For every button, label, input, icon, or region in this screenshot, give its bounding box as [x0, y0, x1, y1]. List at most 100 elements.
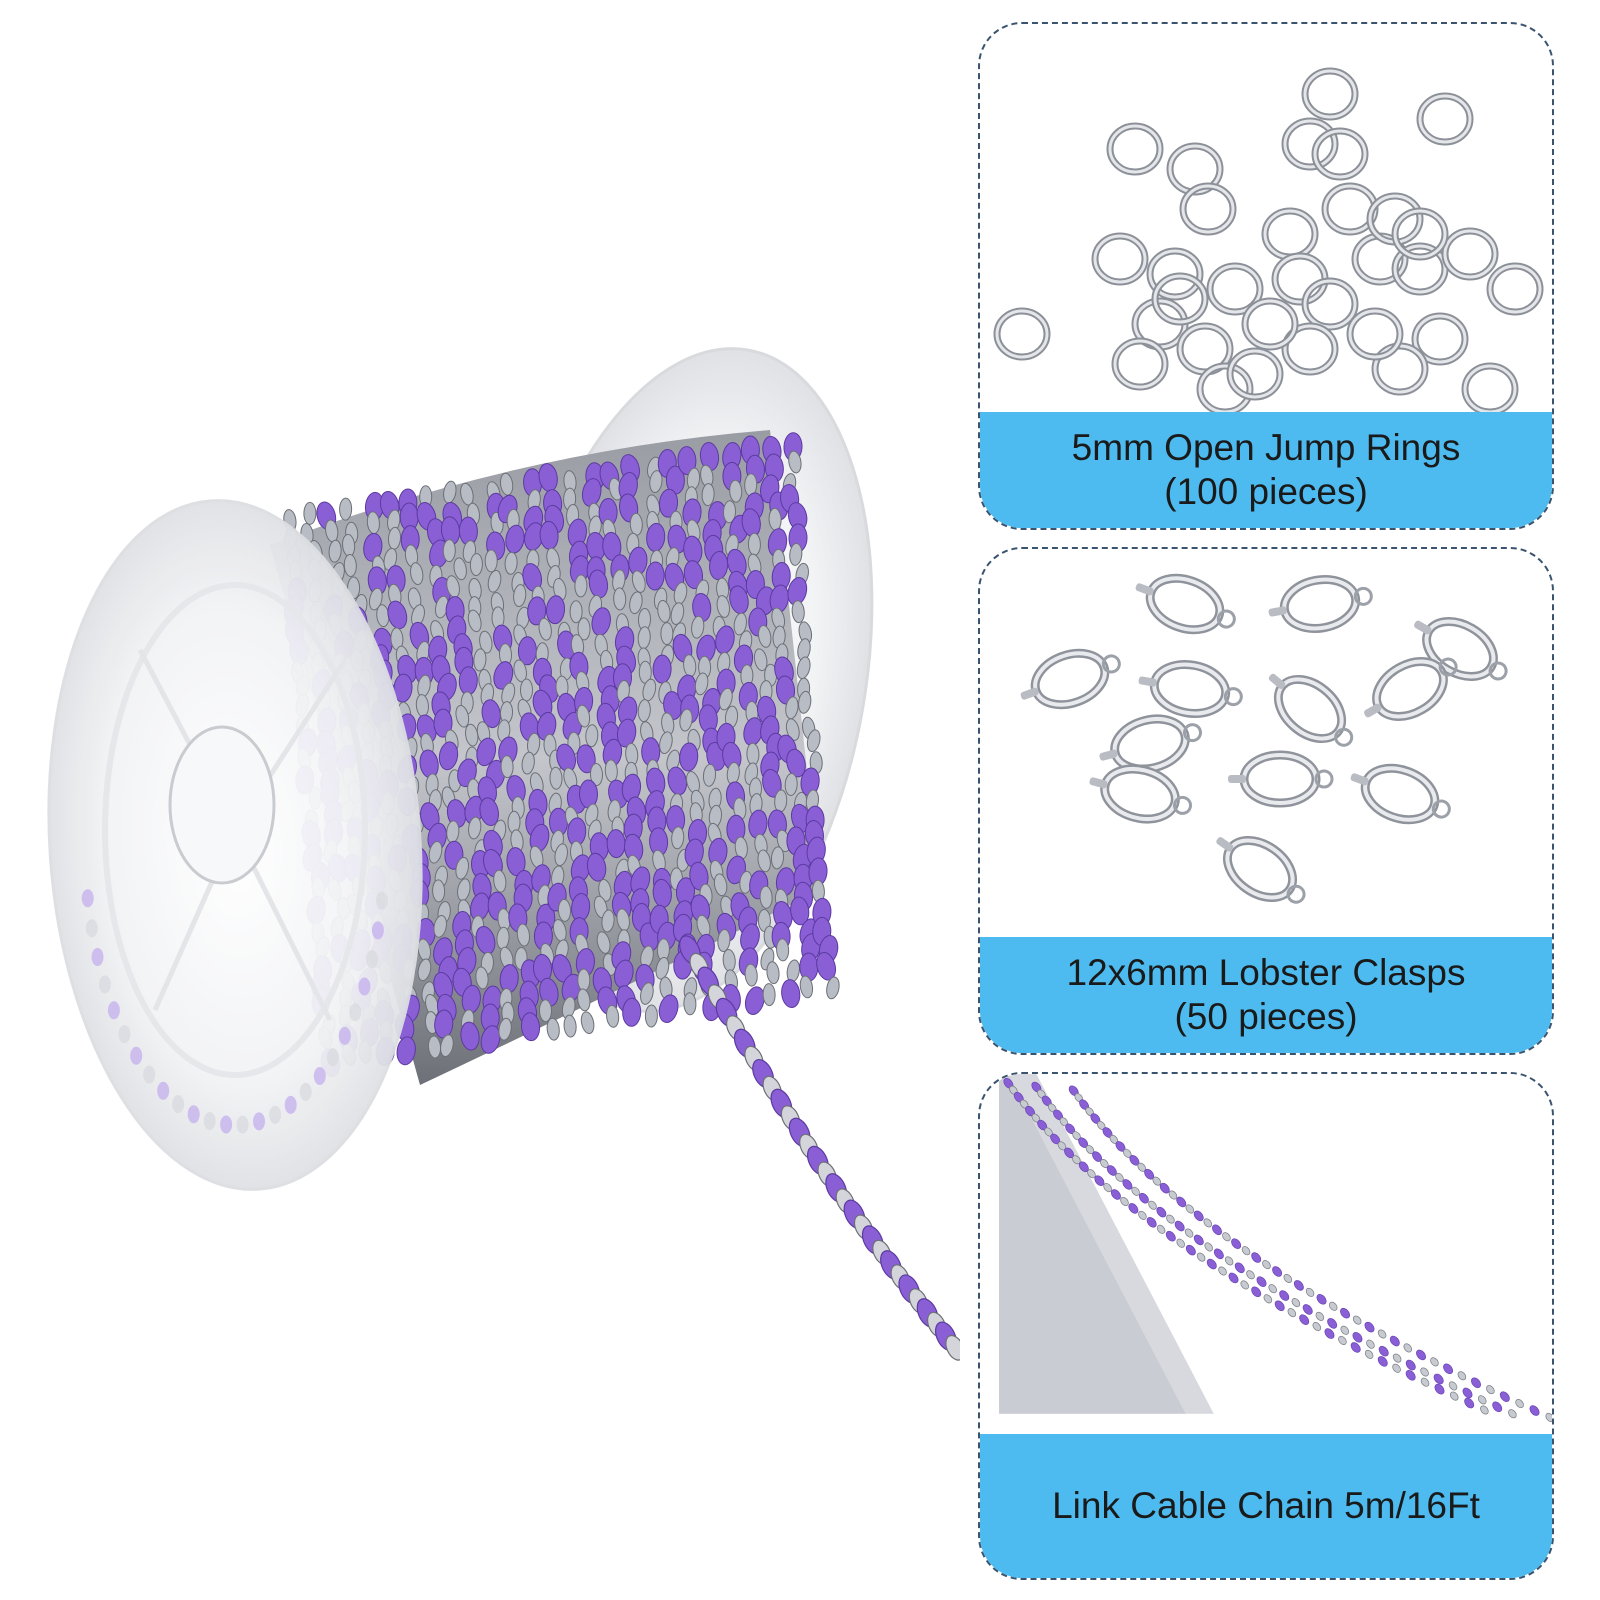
chain-link	[516, 923, 531, 947]
chain-link	[577, 968, 591, 992]
enamel-bead	[1272, 1266, 1283, 1277]
enamel-bead	[1364, 1321, 1375, 1333]
enamel-bead	[1185, 1244, 1196, 1256]
enamel-bead	[679, 742, 699, 772]
chain-link	[1338, 1335, 1347, 1345]
enamel-bead	[1128, 1203, 1139, 1214]
chain-link	[1148, 1200, 1157, 1210]
enamel-bead	[709, 551, 729, 580]
enamel-bead	[476, 737, 497, 767]
lobster-clasps-caption: 12x6mm Lobster Clasps (50 pieces)	[980, 937, 1552, 1053]
chain-link	[1420, 1377, 1430, 1387]
chain-link	[1287, 1308, 1297, 1318]
lobster-clasp	[1099, 714, 1203, 774]
chain-closeup-image	[999, 1074, 1552, 1422]
chain-link	[1203, 1218, 1213, 1228]
chain-link	[313, 1067, 326, 1085]
chain-link	[1120, 1196, 1129, 1207]
enamel-bead	[1279, 1290, 1290, 1301]
chain-link	[776, 938, 790, 962]
chain-panel: Link Cable Chain 5m/16Ft	[978, 1072, 1554, 1580]
enamel-bead	[1464, 1397, 1475, 1409]
chain-link	[428, 840, 443, 864]
enamel-bead	[683, 560, 704, 590]
chain-link	[493, 869, 507, 893]
chain-link	[1486, 1385, 1495, 1395]
enamel-bead	[1327, 1318, 1338, 1329]
chain-link	[487, 569, 502, 593]
chain-link	[713, 873, 728, 897]
chain-link	[770, 846, 785, 870]
enamel-bead	[1416, 1349, 1426, 1361]
chain-link	[172, 1095, 185, 1114]
chain-link	[1268, 1284, 1277, 1294]
chain-link	[253, 1112, 265, 1131]
chain-link	[596, 931, 611, 954]
chain-link	[220, 1115, 233, 1134]
chain-link	[701, 483, 715, 507]
chain-link	[1152, 1176, 1162, 1186]
chain-link	[118, 1025, 131, 1044]
chain-link	[349, 1003, 362, 1022]
enamel-bead	[578, 779, 599, 809]
chain-link	[569, 600, 583, 624]
chain-link	[806, 729, 821, 753]
chain-link	[538, 999, 553, 1023]
chain-link	[659, 731, 673, 755]
chain-link	[747, 532, 761, 556]
chain-link	[455, 704, 470, 728]
lobster-clasp	[1135, 573, 1236, 635]
enamel-bead	[781, 979, 801, 1009]
chain-link	[791, 600, 805, 624]
chain-link	[410, 562, 424, 586]
chain-link	[785, 718, 800, 741]
chain-link	[442, 539, 456, 563]
chain-link	[303, 501, 317, 525]
chain-link	[521, 751, 535, 775]
enamel-bead	[1499, 1391, 1510, 1402]
chain-link	[1508, 1409, 1517, 1419]
enamel-bead	[1193, 1234, 1204, 1246]
chain-link	[788, 450, 802, 474]
chain-link	[1185, 1204, 1195, 1214]
jump-rings-title: 5mm Open Jump Rings	[1071, 427, 1461, 468]
enamel-bead	[539, 977, 559, 1007]
enamel-bead	[438, 741, 459, 771]
chain-link	[1087, 1169, 1096, 1179]
jump-ring-icon	[993, 67, 1544, 414]
chain-link	[1420, 1367, 1429, 1377]
enamel-bead	[1231, 1238, 1242, 1249]
chain-link	[1168, 1190, 1178, 1200]
enamel-bead	[1433, 1373, 1444, 1385]
enamel-bead	[1352, 1332, 1363, 1343]
spool-hub-hole	[168, 725, 276, 885]
chain-link	[729, 479, 743, 503]
enamel-bead	[1251, 1286, 1262, 1298]
chain-link	[432, 879, 446, 903]
chain-link	[601, 909, 615, 933]
chain-link	[679, 708, 693, 732]
chain-link	[455, 856, 469, 880]
enamel-bead	[1299, 1314, 1310, 1325]
chain-link	[1138, 1210, 1147, 1220]
enamel-bead	[434, 1009, 454, 1039]
chain-link	[1184, 1228, 1194, 1238]
chain-link	[1328, 1301, 1338, 1311]
enamel-bead	[480, 1025, 501, 1054]
chain-link	[789, 542, 803, 566]
chain-link	[1204, 1242, 1213, 1252]
enamel-bead	[658, 488, 679, 518]
enamel-bead	[1274, 1300, 1285, 1312]
chain-link	[717, 929, 731, 952]
chain-link	[759, 885, 773, 909]
chain-link	[796, 656, 811, 680]
lobster-clasps-title: 12x6mm Lobster Clasps	[1066, 952, 1466, 993]
enamel-bead	[1122, 1179, 1133, 1190]
enamel-bead	[652, 654, 672, 684]
lobster-clasps-panel: 12x6mm Lobster Clasps (50 pieces)	[978, 547, 1554, 1055]
chain-link	[798, 690, 812, 714]
chain-link	[1218, 1266, 1227, 1276]
chain-link	[766, 961, 780, 985]
enamel-bead	[1094, 1175, 1105, 1186]
chain-link	[657, 599, 671, 623]
